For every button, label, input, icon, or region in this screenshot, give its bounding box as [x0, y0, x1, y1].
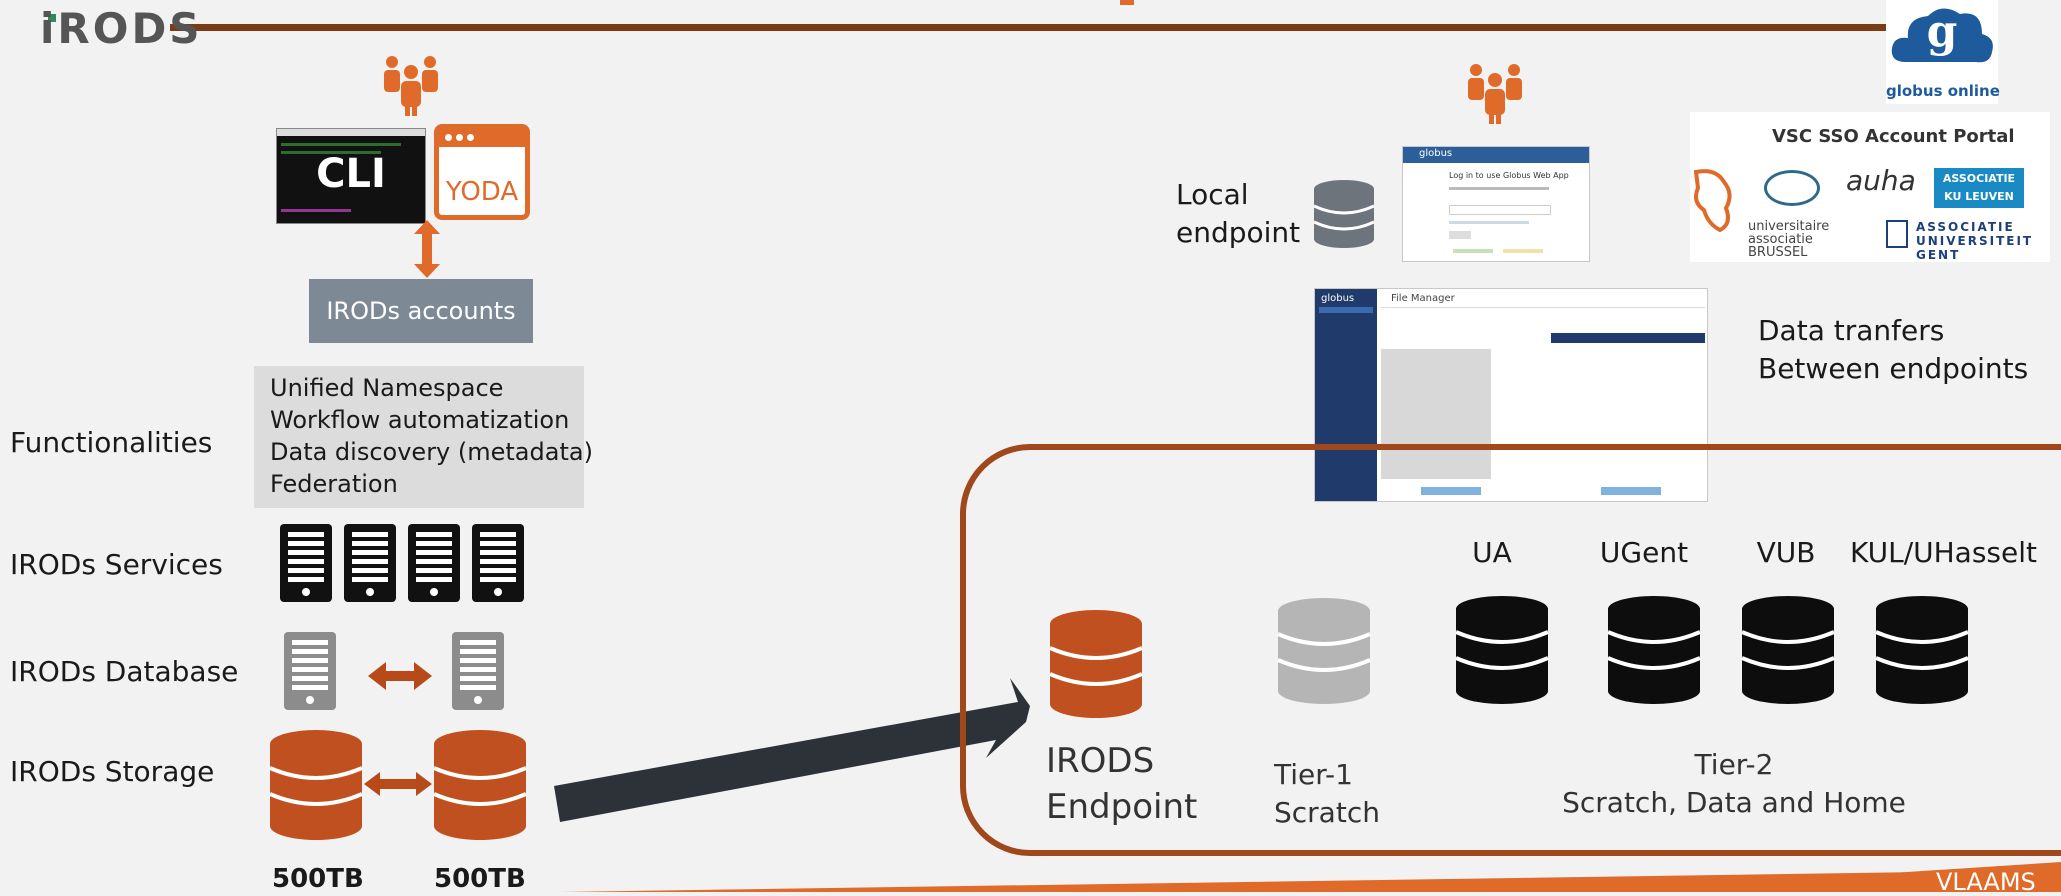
sso-title: VSC SSO Account Portal [1772, 126, 2015, 147]
functionality-item: Workflow automatization [270, 406, 570, 434]
globus-login-text: Log in to use Globus Web App [1449, 171, 1569, 180]
server-icon [344, 524, 396, 602]
file-manager-title: File Manager [1391, 293, 1455, 304]
svg-text:g: g [1927, 6, 1958, 57]
university-label-kul: KUL/UHasselt [1850, 536, 2038, 569]
irods-accounts-box: IRODs accounts [309, 279, 533, 343]
db-icon [1874, 594, 1970, 706]
data-transfers-label: Data tranfers Between endpoints [1758, 314, 2029, 385]
globus-login-screenshot: globus Log in to use Globus Web App [1402, 146, 1590, 262]
irods-endpoint-label: IRODS Endpoint [1046, 741, 1198, 827]
university-seal-icon [1764, 170, 1820, 206]
functionalities-box [254, 366, 584, 508]
server-icon [408, 524, 460, 602]
db-icon [1740, 594, 1836, 706]
storage-label: IRODs Storage [10, 755, 215, 788]
vsc-storage-container [960, 444, 2061, 856]
university-label-ugent: UGent [1599, 536, 1689, 569]
functionality-item: Unified Namespace [270, 374, 504, 402]
globus-file-manager-screenshot: globus File Manager [1314, 288, 1708, 502]
globus-online-logo: g globus online [1886, 0, 2000, 104]
irods-endpoint-db-icon [1049, 610, 1143, 718]
tier2-label: Tier-2 Scratch, Data and Home [1562, 748, 1906, 819]
functionality-item: Data discovery (metadata) [270, 438, 593, 466]
sso-portal: VSC SSO Account Portal auha ASSOCIATIE K… [1690, 112, 2050, 262]
transfer-arrow-icon [554, 678, 1030, 822]
university-label-vub: VUB [1756, 536, 1816, 569]
globus-caption: globus online [1886, 82, 2000, 100]
yoda-app: YODA [434, 124, 530, 220]
yoda-label: YODA [445, 177, 519, 207]
storage-db-icon [268, 728, 364, 842]
server-icon [472, 524, 524, 602]
flemish-lion-icon [1693, 169, 1732, 233]
kuleuven-logo: ASSOCIATIE KU LEUVEN [1934, 168, 2024, 208]
account-arrow-icon [414, 220, 440, 278]
irods-database-servers [284, 632, 504, 710]
irods-accounts-label: IRODs accounts [326, 297, 516, 325]
tier2-db-group [1454, 594, 1970, 706]
storage-size-1: 500TB [272, 864, 364, 894]
functionalities-label: Functionalities [10, 426, 213, 459]
irods-storage-disks [268, 728, 528, 842]
functionality-item: Federation [270, 470, 398, 498]
logo-accent-dot [48, 14, 56, 22]
users-icon [1468, 64, 1522, 124]
local-endpoint-db-icon [1313, 180, 1375, 248]
storage-db-icon [432, 728, 528, 842]
globus-app-header: globus [1419, 148, 1453, 159]
irods-services-servers [280, 524, 524, 602]
storage-size-2: 500TB [434, 864, 526, 894]
cli-label: CLI [316, 151, 386, 197]
tier1-label: Tier-1 Scratch [1274, 758, 1380, 829]
auha-logo: auha [1846, 164, 1916, 197]
server-icon [280, 524, 332, 602]
header-rule [170, 24, 1890, 31]
users-icon [384, 56, 438, 116]
server-icon [284, 632, 336, 710]
header-accent [1120, 0, 1134, 5]
db-icon [1454, 594, 1550, 706]
footer-band [560, 862, 2061, 892]
footer-text: VLAAMS [1936, 868, 2036, 896]
services-label: IRODs Services [10, 548, 223, 581]
globus-cloud-icon: g [1891, 6, 1993, 63]
cli-terminal: CLI [276, 128, 426, 224]
tier1-db-icon [1277, 598, 1371, 704]
irods-logo: iRODS [40, 4, 200, 53]
local-endpoint-label: Local endpoint [1176, 178, 1301, 249]
server-icon [452, 632, 504, 710]
database-label: IRODs Database [10, 655, 239, 688]
db-icon [1606, 594, 1702, 706]
file-manager-logo: globus [1321, 293, 1355, 304]
logo-text: iRODS [40, 4, 203, 53]
ugent-logo: ASSOCIATIE UNIVERSITEIT GENT [1886, 220, 2046, 262]
university-label-ua: UA [1472, 536, 1512, 569]
vub-logo: universitaire associatie BRUSSEL [1748, 219, 1830, 260]
